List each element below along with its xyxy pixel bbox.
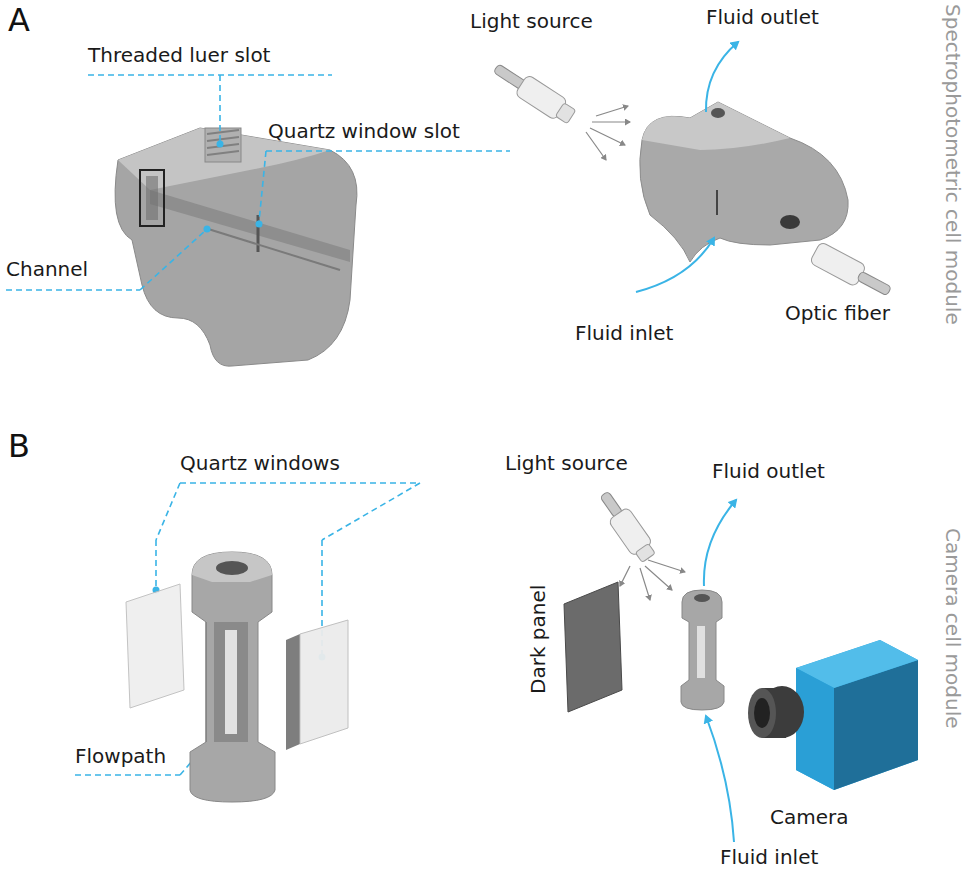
quartz-window-right bbox=[286, 620, 348, 750]
optic-fiber bbox=[809, 241, 894, 302]
part-label: Channel bbox=[6, 258, 88, 281]
light-rays bbox=[586, 106, 630, 160]
light-source bbox=[594, 487, 658, 565]
part-label: Light source bbox=[505, 452, 628, 475]
flow-label: Fluid outlet bbox=[706, 6, 819, 29]
module-title: Spectrophotometric cell module bbox=[941, 4, 964, 325]
part-label: Optic fiber bbox=[785, 302, 890, 325]
outlet-arrow bbox=[704, 500, 736, 586]
part-label: Flowpath bbox=[75, 745, 166, 768]
flow-cell-small bbox=[681, 590, 724, 710]
part-label: Dark panel bbox=[527, 585, 550, 694]
panel-letter: A bbox=[8, 2, 30, 39]
inlet-arrow bbox=[636, 238, 714, 292]
part-label: Camera bbox=[770, 806, 849, 829]
housing-cutaway bbox=[115, 128, 357, 366]
flow-label: Fluid inlet bbox=[720, 846, 818, 869]
flow-label: Fluid outlet bbox=[712, 460, 825, 483]
flow-label: Fluid inlet bbox=[575, 322, 673, 345]
module-title: Camera cell module bbox=[941, 528, 964, 729]
flow-cell bbox=[190, 552, 275, 802]
part-label: Threaded luer slot bbox=[88, 44, 270, 67]
light-rays bbox=[620, 560, 685, 600]
panel-letter: B bbox=[8, 428, 30, 465]
quartz-window-left bbox=[126, 584, 184, 708]
dark-panel bbox=[564, 582, 622, 712]
light-source bbox=[489, 58, 578, 127]
spectrophotometric-cell bbox=[640, 102, 848, 262]
part-label: Light source bbox=[470, 10, 593, 33]
outlet-arrow bbox=[706, 42, 738, 112]
inlet-arrow bbox=[706, 716, 734, 842]
camera bbox=[748, 640, 918, 790]
part-label: Quartz windows bbox=[180, 452, 340, 475]
part-label: Quartz window slot bbox=[268, 120, 460, 143]
